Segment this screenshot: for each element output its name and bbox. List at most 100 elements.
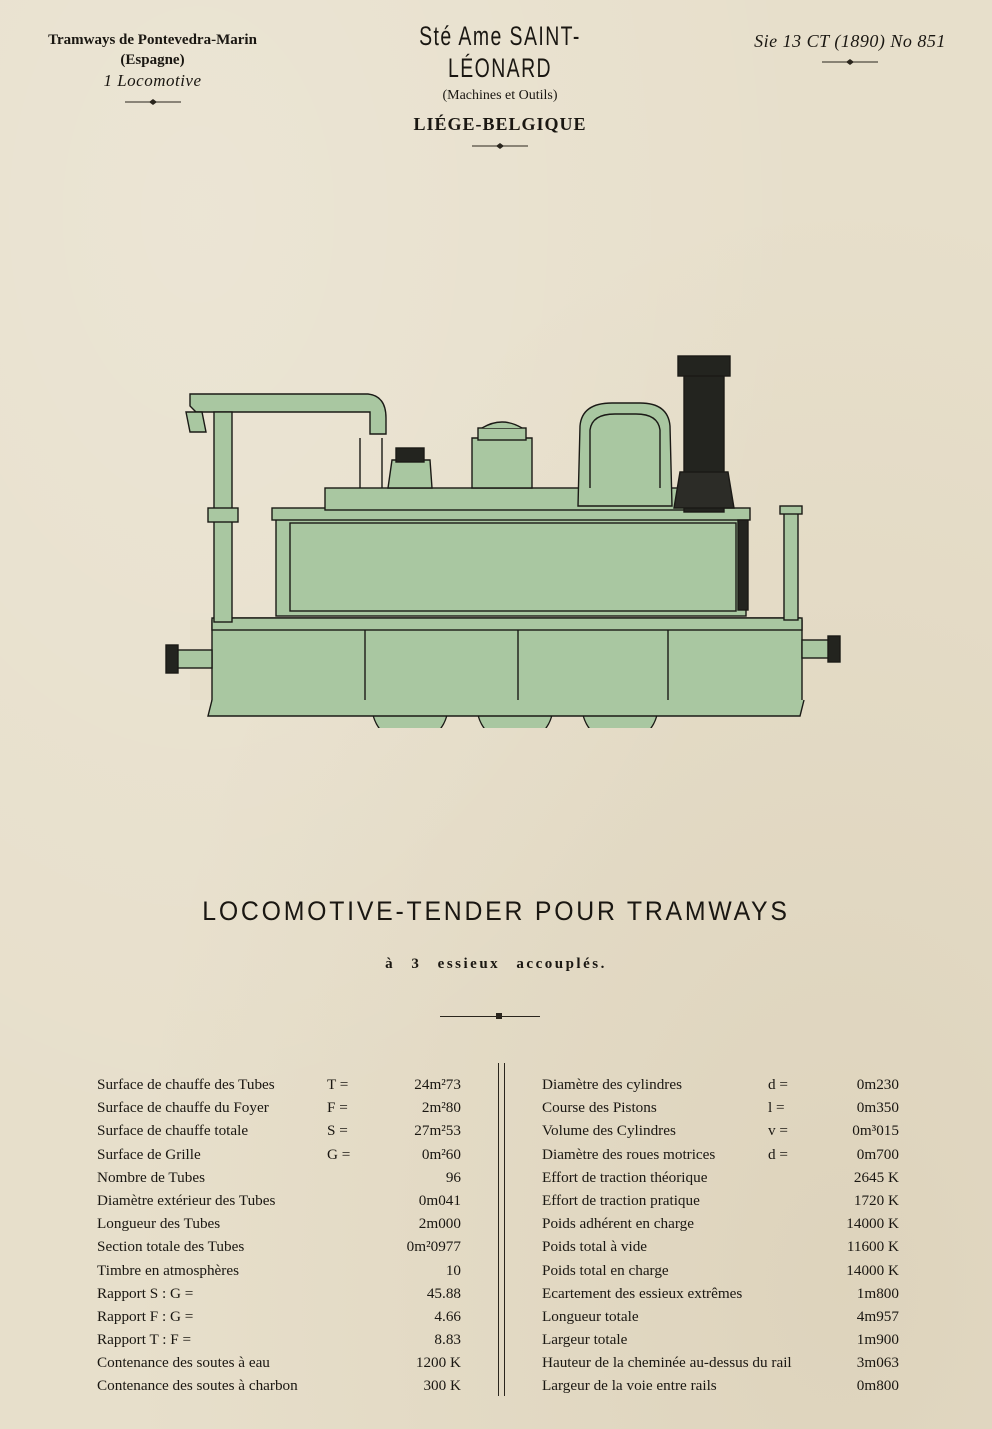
separator-rule: [440, 1016, 540, 1017]
spec-value: 1720 K: [853, 1191, 899, 1209]
engine-specifications: Diamètre des cylindres d = 0m230 Course de…: [542, 1073, 907, 1398]
spec-row: Contenance des soutes à charbon 300 K: [97, 1374, 469, 1397]
column-divider: [498, 1063, 505, 1396]
spec-row: Diamètre des cylindres d = 0m230: [542, 1073, 907, 1096]
spec-label: Largeur totale: [542, 1331, 628, 1349]
series-number: Sie 13 CT (1890) No 851: [754, 31, 946, 51]
spec-label: Section totale des Tubes: [97, 1238, 245, 1256]
spec-label: Largeur de la voie entre rails: [542, 1377, 717, 1395]
spec-row: Rapport F : G =4.66: [97, 1305, 469, 1328]
spec-value: 0m700: [856, 1145, 899, 1163]
spec-label: Hauteur de la cheminée au-dessus du rail: [542, 1354, 792, 1372]
spec-symbol: l =: [768, 1099, 785, 1117]
spec-label: Surface de chauffe totale: [97, 1122, 249, 1140]
spec-row: Diamètre extérieur des Tubes 0m041: [97, 1189, 469, 1212]
spec-value: 24m²73: [414, 1076, 461, 1093]
spec-value: 0m²0977: [406, 1238, 461, 1256]
spec-label: Surface de chauffe du Foyer: [97, 1099, 269, 1117]
spec-value: 2m000: [418, 1215, 461, 1233]
spec-value: 2m²80: [421, 1099, 461, 1117]
spec-value: 300 K: [423, 1377, 461, 1395]
spec-label: Poids adhérent en charge: [542, 1215, 694, 1233]
spec-value: 4.66: [434, 1307, 461, 1325]
spec-symbol: d =: [768, 1145, 788, 1163]
spec-label: Effort de traction pratique: [542, 1191, 700, 1209]
spec-row: Diamètre des roues motrices d = 0m700: [542, 1143, 907, 1166]
order-quantity: 1 Locomotive: [103, 71, 202, 90]
spec-label: Diamètre des roues motrices: [542, 1145, 716, 1163]
spec-label: Longueur des Tubes: [97, 1215, 221, 1233]
spec-row: Poids total en charge 14000 K: [542, 1259, 907, 1282]
client-header: Tramways de Pontevedra-Marin (Espagne) 1…: [20, 30, 285, 106]
spec-value: 14000 K: [846, 1261, 899, 1279]
spec-label: Longueur totale: [542, 1307, 639, 1325]
spec-row: Rapport S : G =45.88: [97, 1282, 469, 1305]
client-name: Tramways de Pontevedra-Marin: [48, 32, 257, 48]
spec-label: Contenance des soutes à eau: [97, 1354, 270, 1372]
ornament-icon: [822, 59, 878, 65]
spec-value: 10: [445, 1261, 461, 1279]
locomotive-subtitle: à 3 essieux accouplés.: [385, 956, 607, 972]
spec-label: Effort de traction théorique: [542, 1168, 708, 1186]
spec-label: Poids total à vide: [542, 1238, 648, 1256]
spec-label: Nombre de Tubes: [97, 1168, 206, 1186]
spec-label: Ecartement des essieux extrêmes: [542, 1284, 743, 1302]
spec-row: Largeur totale 1m900: [542, 1328, 907, 1351]
spec-label: Diamètre extérieur des Tubes: [97, 1191, 276, 1209]
spec-value: 0m230: [856, 1076, 899, 1093]
spec-value: 96: [445, 1168, 461, 1186]
spec-row: Longueur des Tubes 2m000: [97, 1212, 469, 1235]
spec-row: Ecartement des essieux extrêmes 1m800: [542, 1282, 907, 1305]
spec-row: Nombre de Tubes 96: [97, 1166, 469, 1189]
spec-label: Timbre en atmosphères: [97, 1261, 240, 1279]
spec-symbol: v =: [768, 1122, 788, 1140]
spec-value: 2645 K: [853, 1168, 899, 1186]
spec-value: 0m³015: [852, 1122, 899, 1140]
spec-label: Course des Pistons: [542, 1099, 657, 1117]
manufacturer-name: Sté Ame SAINT-LÉONARD: [419, 21, 581, 83]
spec-symbol: d =: [768, 1076, 788, 1093]
spec-row: Effort de traction pratique 1720 K: [542, 1189, 907, 1212]
spec-label: Poids total en charge: [542, 1261, 669, 1279]
spec-symbol: G =: [327, 1145, 351, 1163]
spec-value: 0m041: [418, 1191, 461, 1209]
spec-label: Surface de Grille: [97, 1145, 201, 1163]
spec-value: 0m800: [856, 1377, 899, 1395]
spec-symbol: S =: [327, 1122, 348, 1140]
locomotive-tender-illustration: [165, 355, 841, 728]
separator-ornament: [496, 1013, 502, 1019]
spec-row: Hauteur de la cheminée au-dessus du rail…: [542, 1351, 907, 1374]
catalogue-reference: Sie 13 CT (1890) No 851: [735, 30, 965, 66]
spec-value: 11600 K: [846, 1238, 899, 1256]
spec-label: Rapport T : F =: [97, 1331, 192, 1349]
spec-label: Rapport S : G =: [97, 1284, 194, 1302]
spec-label: Contenance des soutes à charbon: [97, 1377, 298, 1395]
client-country: (Espagne): [120, 52, 185, 68]
ornament-icon: [472, 143, 528, 149]
locomotive-title: LOCOMOTIVE-TENDER POUR TRAMWAYS: [202, 896, 790, 926]
spec-value: 1200 K: [415, 1354, 461, 1372]
spec-row: Contenance des soutes à eau 1200 K: [97, 1351, 469, 1374]
manufacturer-header: Sté Ame SAINT-LÉONARD (Machines et Outil…: [340, 20, 660, 150]
spec-row: Surface de chauffe totale S = 27m²53: [97, 1119, 469, 1142]
spec-symbol: T =: [327, 1076, 349, 1093]
spec-value: 1m900: [856, 1331, 899, 1349]
spec-value: 27m²53: [414, 1122, 461, 1140]
spec-row: Rapport T : F =8.83: [97, 1328, 469, 1351]
spec-value: 0m350: [856, 1099, 899, 1117]
spec-value: 1m800: [856, 1284, 899, 1302]
spec-row: Surface de Grille G = 0m²60: [97, 1143, 469, 1166]
spec-row: Poids total à vide 11600 K: [542, 1235, 907, 1258]
ornament-icon: [124, 99, 181, 105]
spec-label: Diamètre des cylindres: [542, 1076, 683, 1093]
spec-row: Timbre en atmosphères 10: [97, 1259, 469, 1282]
spec-value: 3m063: [856, 1354, 899, 1372]
spec-value: 0m²60: [421, 1145, 461, 1163]
